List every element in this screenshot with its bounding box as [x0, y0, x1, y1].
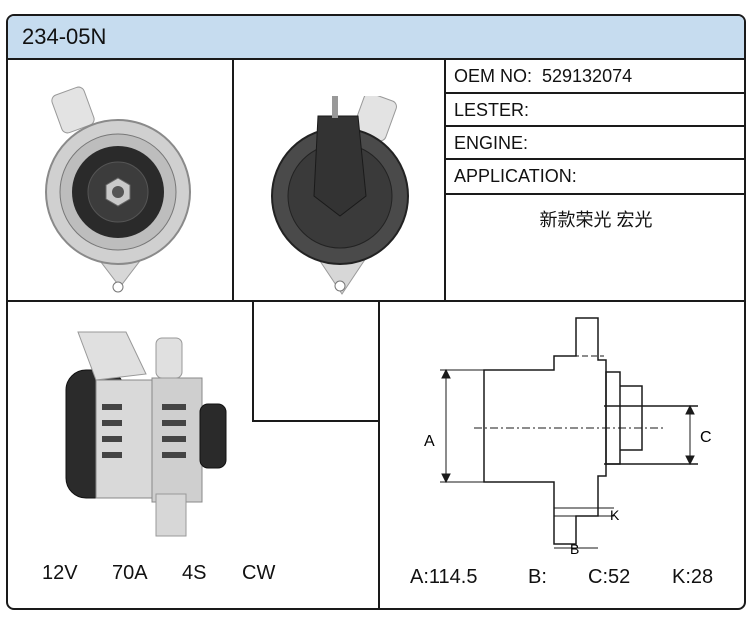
spec-row-oem: OEM NO: 529132074 [446, 60, 744, 94]
voltage-value: 12V [42, 562, 78, 584]
diagram-label-k: K [610, 507, 620, 523]
pulley-value: 4S [182, 562, 207, 584]
application-label: APPLICATION: [454, 166, 577, 186]
divider [444, 60, 446, 300]
alternator-side-photo [65, 331, 227, 537]
electrical-specs: 12V 70A 4S CW [36, 562, 376, 588]
diagram-label-c: C [700, 429, 712, 446]
diagram-label-a: A [424, 433, 435, 450]
spec-row-application: APPLICATION: [446, 160, 744, 195]
dimension-a: A:114.5 [410, 566, 478, 588]
alternator-rear-photo [271, 96, 409, 295]
spec-row-engine: ENGINE: [446, 127, 744, 160]
diagram-label-b: B [570, 541, 579, 554]
oem-label: OEM NO: [454, 66, 533, 86]
spec-row-lester: LESTER: [446, 94, 744, 127]
dimension-diagram: A C K B [424, 317, 712, 554]
oem-value: 529132074 [542, 66, 633, 86]
divider [232, 60, 234, 300]
engine-label: ENGINE: [454, 133, 529, 153]
amperage-value: 70A [112, 562, 148, 584]
divider [252, 420, 380, 422]
divider [252, 300, 254, 422]
dimension-b: B: [528, 566, 547, 588]
dimension-k: K:28 [672, 566, 714, 588]
alternator-front-photo [45, 86, 191, 293]
divider [378, 300, 380, 608]
part-number-title: 234-05N [22, 24, 107, 49]
lester-label: LESTER: [454, 100, 530, 120]
dimension-c: C:52 [588, 566, 631, 588]
product-sheet: 234-05N OEM NO: 529132074 LESTER: ENGINE… [6, 14, 746, 610]
header-bar: 234-05N [8, 16, 744, 60]
dimension-values: A:114.5 B: C:52 K:28 [408, 566, 744, 592]
rotation-value: CW [242, 562, 276, 584]
divider [8, 300, 744, 302]
vehicle-note: 新款荣光 宏光 [539, 210, 653, 230]
